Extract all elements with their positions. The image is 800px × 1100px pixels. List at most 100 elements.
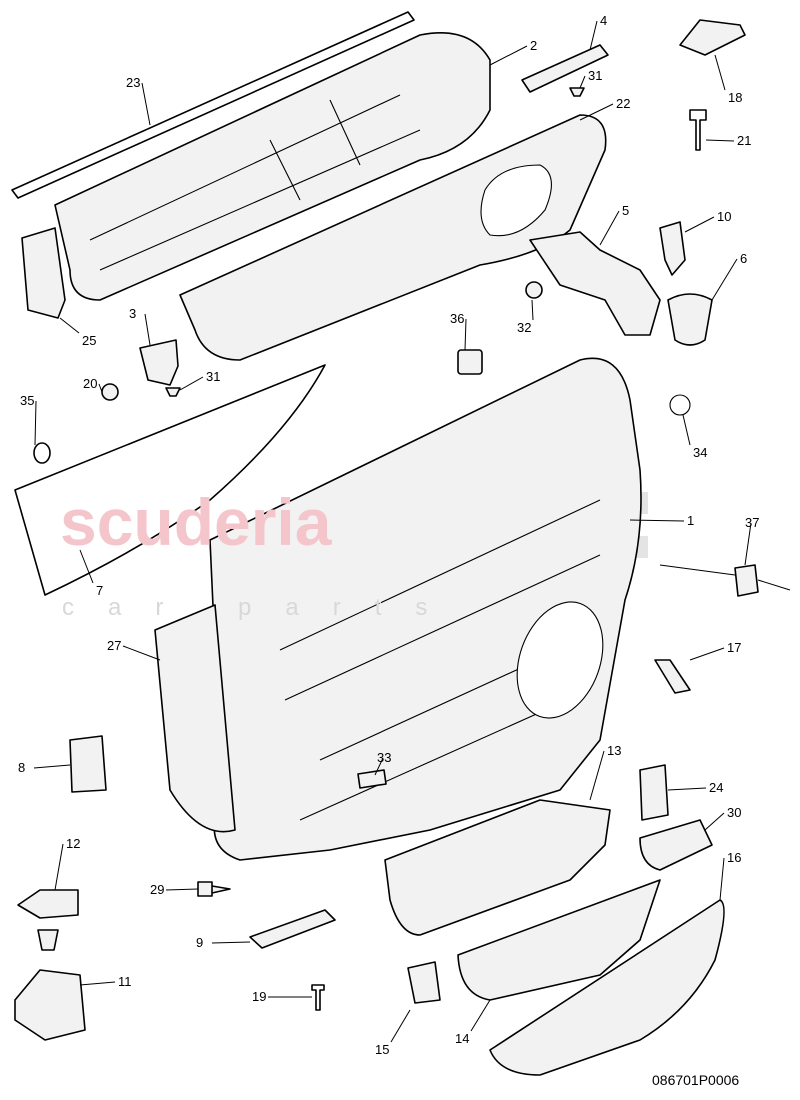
part-20-nut[interactable] xyxy=(101,383,119,401)
part-16-pocket-cover[interactable] xyxy=(489,899,725,1076)
watermark-sub: car parts xyxy=(62,594,461,621)
leader-line-15 xyxy=(390,1009,411,1043)
leader-line-29 xyxy=(165,888,199,891)
part-3-clip[interactable] xyxy=(139,339,179,386)
part-18-clip[interactable] xyxy=(679,19,746,56)
part-7-insulation[interactable] xyxy=(14,364,326,596)
part-27-lower-panel[interactable] xyxy=(154,604,236,833)
callout-14: 14 xyxy=(455,1031,469,1046)
callout-16: 16 xyxy=(727,850,741,865)
leader-line-3 xyxy=(144,313,151,346)
callout-7: 7 xyxy=(96,583,103,598)
part-25-bracket[interactable] xyxy=(21,227,66,319)
leader-line-34 xyxy=(682,414,691,446)
callout-34: 34 xyxy=(693,445,707,460)
part-32-nut[interactable] xyxy=(525,281,543,299)
callout-21: 21 xyxy=(737,133,751,148)
leader-line-4 xyxy=(589,20,598,51)
part-11-clip[interactable] xyxy=(14,969,86,1041)
leader-line-2 xyxy=(489,45,528,66)
watermark: scuderia car parts xyxy=(60,485,461,621)
leader-line-10 xyxy=(684,216,715,233)
callout-4: 4 xyxy=(600,13,607,28)
callout-31: 31 xyxy=(588,68,602,83)
callout-25: 25 xyxy=(82,333,96,348)
callout-3: 3 xyxy=(129,306,136,321)
leader-line-37 xyxy=(744,522,752,566)
leader-line-20 xyxy=(98,383,103,393)
callout-17: 17 xyxy=(727,640,741,655)
part-36-pad[interactable] xyxy=(457,349,483,375)
leader-line-17 xyxy=(689,647,725,661)
leader-line-27 xyxy=(122,645,161,661)
callout-18: 18 xyxy=(728,90,742,105)
callout-10: 10 xyxy=(717,209,731,224)
callout-12: 12 xyxy=(66,836,80,851)
callout-24: 24 xyxy=(709,780,723,795)
leader-line-24 xyxy=(667,787,707,791)
callout-labels: 1234567891011121314151617181920212223242… xyxy=(18,13,759,1057)
part-14-pocket-trim[interactable] xyxy=(457,879,661,1001)
part-5-air-duct[interactable] xyxy=(529,231,661,336)
callout-33: 33 xyxy=(377,750,391,765)
leader-line-31 xyxy=(579,75,586,89)
part-31-screw[interactable] xyxy=(165,387,181,397)
callout-9: 9 xyxy=(196,935,203,950)
callout-15: 15 xyxy=(375,1042,389,1057)
callout-13: 13 xyxy=(607,743,621,758)
callout-11: 11 xyxy=(118,974,132,989)
part-17-clip[interactable] xyxy=(654,659,691,694)
leader-line-22 xyxy=(579,103,614,121)
part-2-upper-panel[interactable] xyxy=(54,32,491,301)
callout-35: 35 xyxy=(20,393,34,408)
callout-2: 2 xyxy=(530,38,537,53)
callout-37: 37 xyxy=(745,515,759,530)
part-30-knob[interactable] xyxy=(639,819,713,871)
part-10-trim-piece[interactable] xyxy=(659,221,686,276)
part-9-plate[interactable] xyxy=(249,909,336,949)
part-4-switch[interactable] xyxy=(521,44,609,93)
callout-5: 5 xyxy=(622,203,629,218)
leader-line-12 xyxy=(54,843,64,891)
leader-line-35 xyxy=(34,400,37,446)
leader-line-21 xyxy=(705,139,735,142)
part-8-bracket[interactable] xyxy=(69,735,107,793)
leader-line-6 xyxy=(711,258,738,301)
part-19-rivet[interactable] xyxy=(311,984,325,1011)
part-31-screw[interactable] xyxy=(569,87,585,97)
callout-6: 6 xyxy=(740,251,747,266)
part-29-screw[interactable] xyxy=(197,881,231,897)
part-34-grommet[interactable] xyxy=(669,394,691,416)
leader-line-30 xyxy=(704,812,725,831)
watermark-main: scuderia xyxy=(60,485,333,559)
part-24-bracket[interactable] xyxy=(639,764,669,821)
leader-line-8 xyxy=(33,764,71,769)
drawing-code: 086701P0006 xyxy=(652,1072,740,1088)
part-21-rivet[interactable] xyxy=(689,109,707,151)
callout-8: 8 xyxy=(18,760,25,775)
callout-30: 30 xyxy=(727,805,741,820)
part-12-clip[interactable] xyxy=(17,889,79,951)
leader-line-9 xyxy=(211,941,251,944)
leader-line-1 xyxy=(629,519,685,522)
callout-22: 22 xyxy=(616,96,630,111)
callout-1: 1 xyxy=(687,513,694,528)
part-37-cable-clip[interactable] xyxy=(734,564,759,597)
leader-line-18 xyxy=(714,54,726,91)
leader-line-36 xyxy=(464,318,467,351)
part-6-speaker-ring[interactable] xyxy=(667,293,713,346)
leader-line-31 xyxy=(179,376,204,391)
leader-line-13 xyxy=(589,750,605,801)
part-15-clip[interactable] xyxy=(407,961,441,1004)
callout-31: 31 xyxy=(206,369,220,384)
part-13-map-pocket[interactable] xyxy=(384,799,611,936)
callout-29: 29 xyxy=(150,882,164,897)
leader-line-7 xyxy=(79,549,94,584)
callout-20: 20 xyxy=(83,376,97,391)
callout-23: 23 xyxy=(126,75,140,90)
part-1-door-panel[interactable] xyxy=(209,357,642,861)
part-23-trim-strip[interactable] xyxy=(11,11,415,199)
part-33-clip[interactable] xyxy=(357,769,387,789)
part-35-ring[interactable] xyxy=(33,442,51,464)
